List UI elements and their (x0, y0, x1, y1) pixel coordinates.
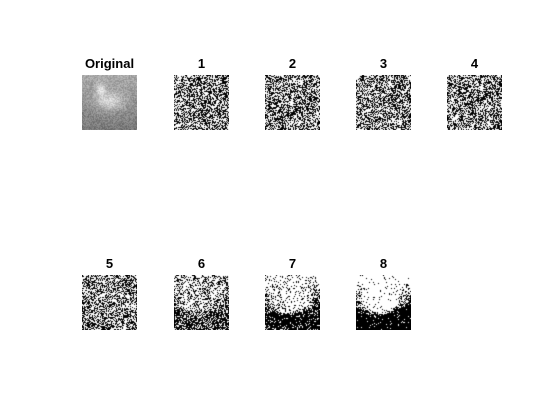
bitplane-image (447, 75, 502, 130)
panel-title: 5 (105, 256, 114, 271)
panel-5: 5 (82, 256, 137, 330)
panel-original: Original (82, 56, 137, 130)
panel-3: 3 (356, 56, 411, 130)
panel-title: 7 (288, 256, 297, 271)
panel-6: 6 (174, 256, 229, 330)
panel-title: 2 (288, 56, 297, 71)
panel-1: 1 (174, 56, 229, 130)
panel-title: 3 (379, 56, 388, 71)
bitplane-image (174, 275, 229, 330)
panel-8: 8 (356, 256, 411, 330)
bitplane-image (265, 275, 320, 330)
panel-title: 1 (197, 56, 206, 71)
bitplane-image (356, 75, 411, 130)
bitplane-image (174, 75, 229, 130)
original-deer-image (82, 75, 137, 130)
panel-title: Original (84, 56, 135, 71)
panel-4: 4 (447, 56, 502, 130)
bitplane-image (265, 75, 320, 130)
panel-7: 7 (265, 256, 320, 330)
bitplane-image (356, 275, 411, 330)
panel-title: 4 (470, 56, 479, 71)
panel-title: 8 (379, 256, 388, 271)
bitplane-image (82, 275, 137, 330)
panel-title: 6 (197, 256, 206, 271)
panel-2: 2 (265, 56, 320, 130)
